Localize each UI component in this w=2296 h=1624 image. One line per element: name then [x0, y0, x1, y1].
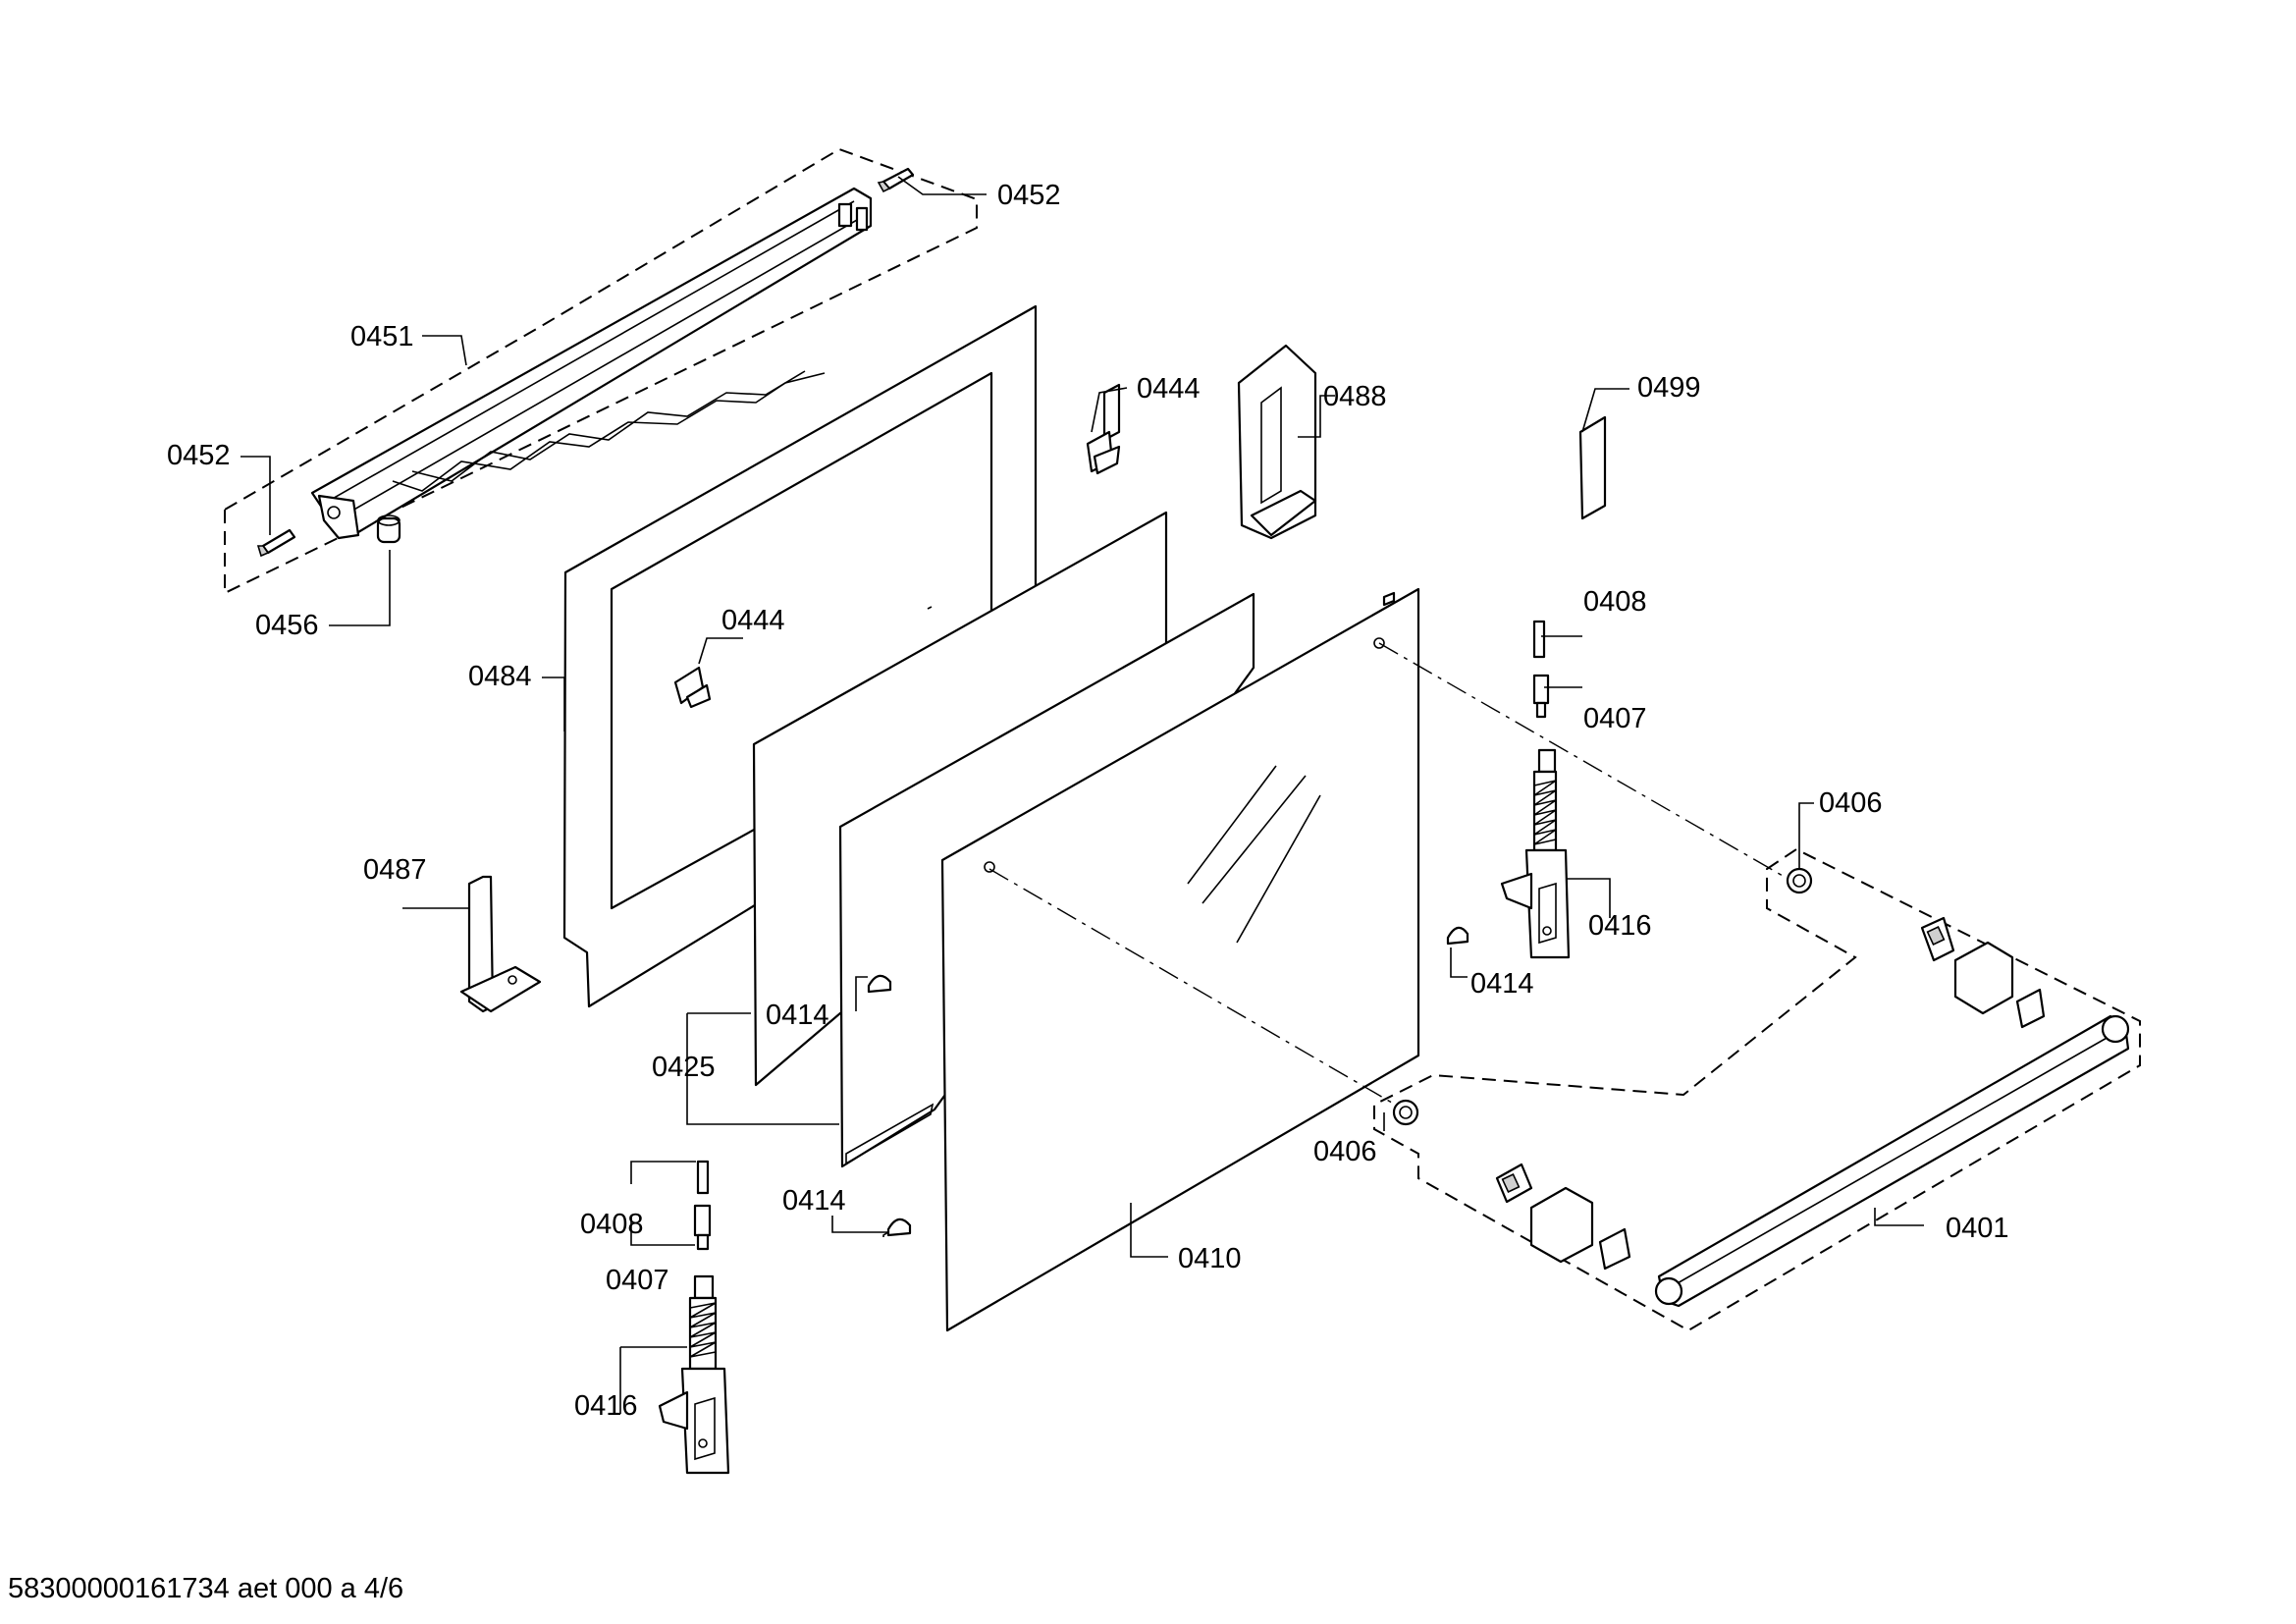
drawing-number-footer: 58300000161734 aet 000 a 4/6	[8, 1573, 403, 1604]
label-0407-left: 0407	[606, 1265, 669, 1296]
label-0488: 0488	[1323, 381, 1387, 412]
label-0408-right: 0408	[1583, 586, 1647, 618]
top-trim-group	[224, 147, 978, 595]
label-0407-right: 0407	[1583, 703, 1647, 734]
label-0416-right: 0416	[1588, 910, 1652, 942]
label-0425: 0425	[652, 1052, 716, 1083]
bumper-0414-lower	[886, 1218, 912, 1237]
bumper-0414-center	[867, 974, 892, 994]
hinge-assembly-left	[658, 1160, 730, 1475]
alignment-line-left	[988, 868, 1405, 1110]
label-0401: 0401	[1946, 1213, 2009, 1244]
label-0444-frame: 0444	[721, 605, 785, 636]
seal-strip-0499	[1578, 415, 1607, 520]
label-0499: 0499	[1637, 372, 1701, 404]
label-0414-lower: 0414	[782, 1185, 846, 1217]
alignment-line-right	[1378, 642, 1797, 885]
label-0406-right: 0406	[1819, 787, 1883, 819]
part-labels: 0452 0451 0452 0456 0444 0488 0499 0484 …	[167, 180, 2009, 1422]
label-0416-left: 0416	[574, 1390, 638, 1422]
handle-group	[1373, 847, 2141, 1332]
door-bracket-0487	[459, 875, 542, 1013]
outer-glass-0410	[940, 587, 1420, 1332]
label-0410: 0410	[1178, 1243, 1242, 1274]
bumper-0414-right	[1446, 926, 1469, 946]
label-0408-left: 0408	[580, 1209, 644, 1240]
label-0484: 0484	[468, 661, 532, 692]
hinge-assembly-right	[1500, 620, 1571, 959]
label-0414-center: 0414	[766, 1000, 829, 1031]
hinge-bracket-0444-top	[1086, 383, 1121, 475]
label-0406-left: 0406	[1313, 1136, 1377, 1167]
label-0451: 0451	[350, 321, 414, 352]
label-0414-right: 0414	[1470, 968, 1534, 1000]
label-0456: 0456	[255, 610, 319, 641]
label-0444-top: 0444	[1137, 373, 1201, 405]
label-0452-top: 0452	[997, 180, 1061, 211]
leader-lines	[240, 176, 1924, 1414]
door-bracket-0488	[1237, 344, 1317, 540]
label-0452-left: 0452	[167, 440, 231, 471]
label-0487: 0487	[363, 854, 427, 886]
hinge-bracket-0444-left	[673, 666, 712, 709]
